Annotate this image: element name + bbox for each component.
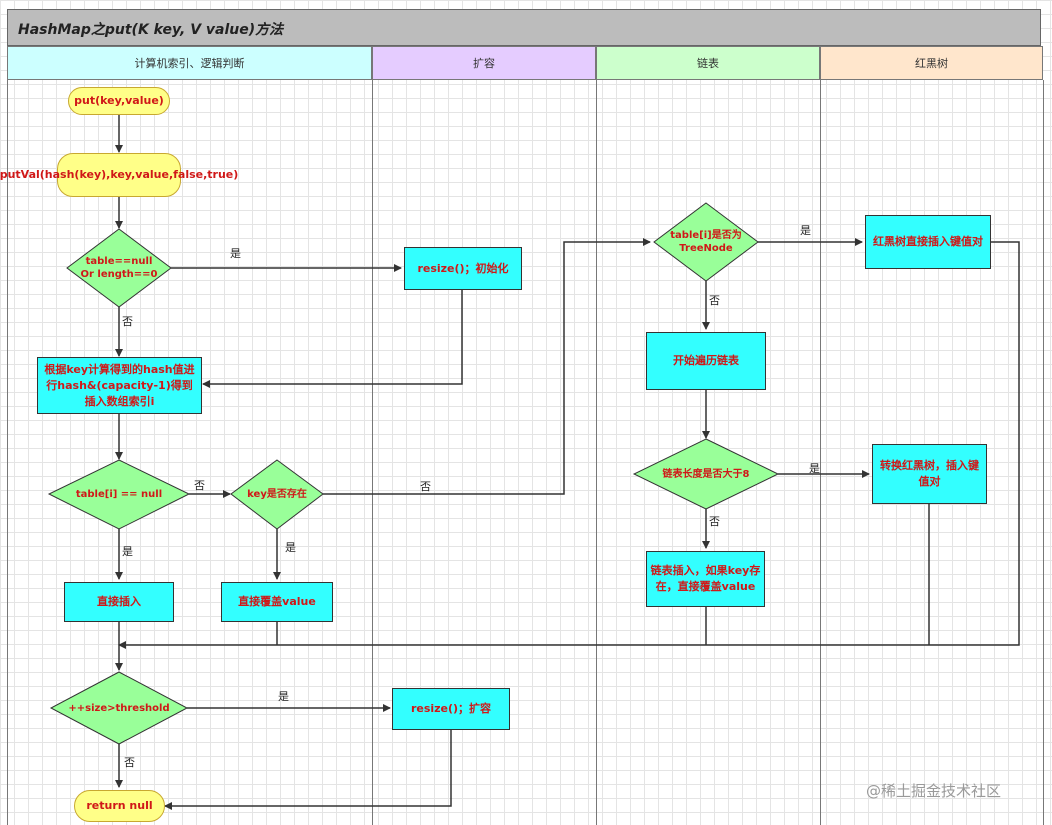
edge (202, 290, 463, 388)
check-table-label: table==null Or length==0 (80, 256, 158, 280)
resize-init-box: resize()；初始化 (404, 247, 522, 290)
list-insert-box: 链表插入，如果key存在，直接覆盖value (646, 551, 765, 607)
lane-divider (7, 80, 8, 825)
end-node: return null (74, 790, 165, 822)
edge-label-yes: 是 (278, 690, 289, 703)
traverse-list-box: 开始遍历链表 (646, 332, 766, 390)
lane-header-index: 计算机索引、逻辑判断 (7, 46, 372, 80)
lane-header-redblacktree: 红黑树 (820, 46, 1043, 80)
decision-diamond (49, 671, 189, 745)
edge-label-no: 否 (709, 515, 720, 528)
diagram-title-bar: HashMap之put(K key, V value)方法 (7, 9, 1041, 46)
edge-label-no: 否 (122, 315, 133, 328)
key-exists-label: key是否存在 (247, 488, 307, 500)
lane-divider (372, 80, 373, 825)
check-slot-label: table[i] == null (75, 488, 163, 500)
edge-label-yes: 是 (122, 545, 133, 558)
edge-label-no: 否 (194, 479, 205, 492)
lane-divider (1043, 80, 1044, 825)
lane-header-linkedlist: 链表 (596, 46, 820, 80)
edge-label-no: 否 (420, 480, 431, 493)
edge-label-yes: 是 (285, 541, 296, 554)
edge-label-yes: 是 (800, 224, 811, 237)
lane-divider (820, 80, 821, 825)
putval-node: putVal(hash(key),key,value,false,true) (0, 153, 238, 197)
edge (164, 730, 452, 810)
compute-index-box: 根据key计算得到的hash值进行hash&(capacity-1)得到插入数组… (37, 357, 202, 414)
decision-diamond (66, 228, 172, 308)
resize-expand-box: resize()；扩容 (392, 688, 510, 730)
edge-label-yes: 是 (809, 462, 820, 475)
rb-insert-box: 红黑树直接插入键值对 (865, 215, 991, 269)
direct-insert-box: 直接插入 (64, 582, 174, 622)
decision-diamond (47, 459, 191, 530)
decision-diamond (653, 202, 759, 282)
edge-label-no: 否 (709, 294, 720, 307)
overwrite-value-box: 直接覆盖value (221, 582, 333, 622)
size-check-label: ++size>threshold (68, 702, 170, 714)
edge-label-yes: 是 (230, 247, 241, 260)
is-treenode-label: table[i]是否为TreeNode (670, 230, 742, 254)
length-check-label: 链表长度是否大于8 (662, 468, 750, 480)
edge (323, 238, 651, 495)
start-node: put(key,value) (68, 87, 170, 115)
lane-header-resize: 扩容 (372, 46, 596, 80)
decision-diamond (230, 459, 324, 530)
diagram-title: HashMap之put(K key, V value)方法 (18, 22, 284, 38)
convert-rb-box: 转换红黑树，插入键值对 (872, 444, 987, 504)
watermark: @稀土掘金技术社区 (866, 782, 1002, 800)
decision-diamond (632, 438, 780, 510)
edge-label-no: 否 (124, 756, 135, 769)
edge (118, 241, 1020, 649)
lane-divider (596, 80, 597, 825)
